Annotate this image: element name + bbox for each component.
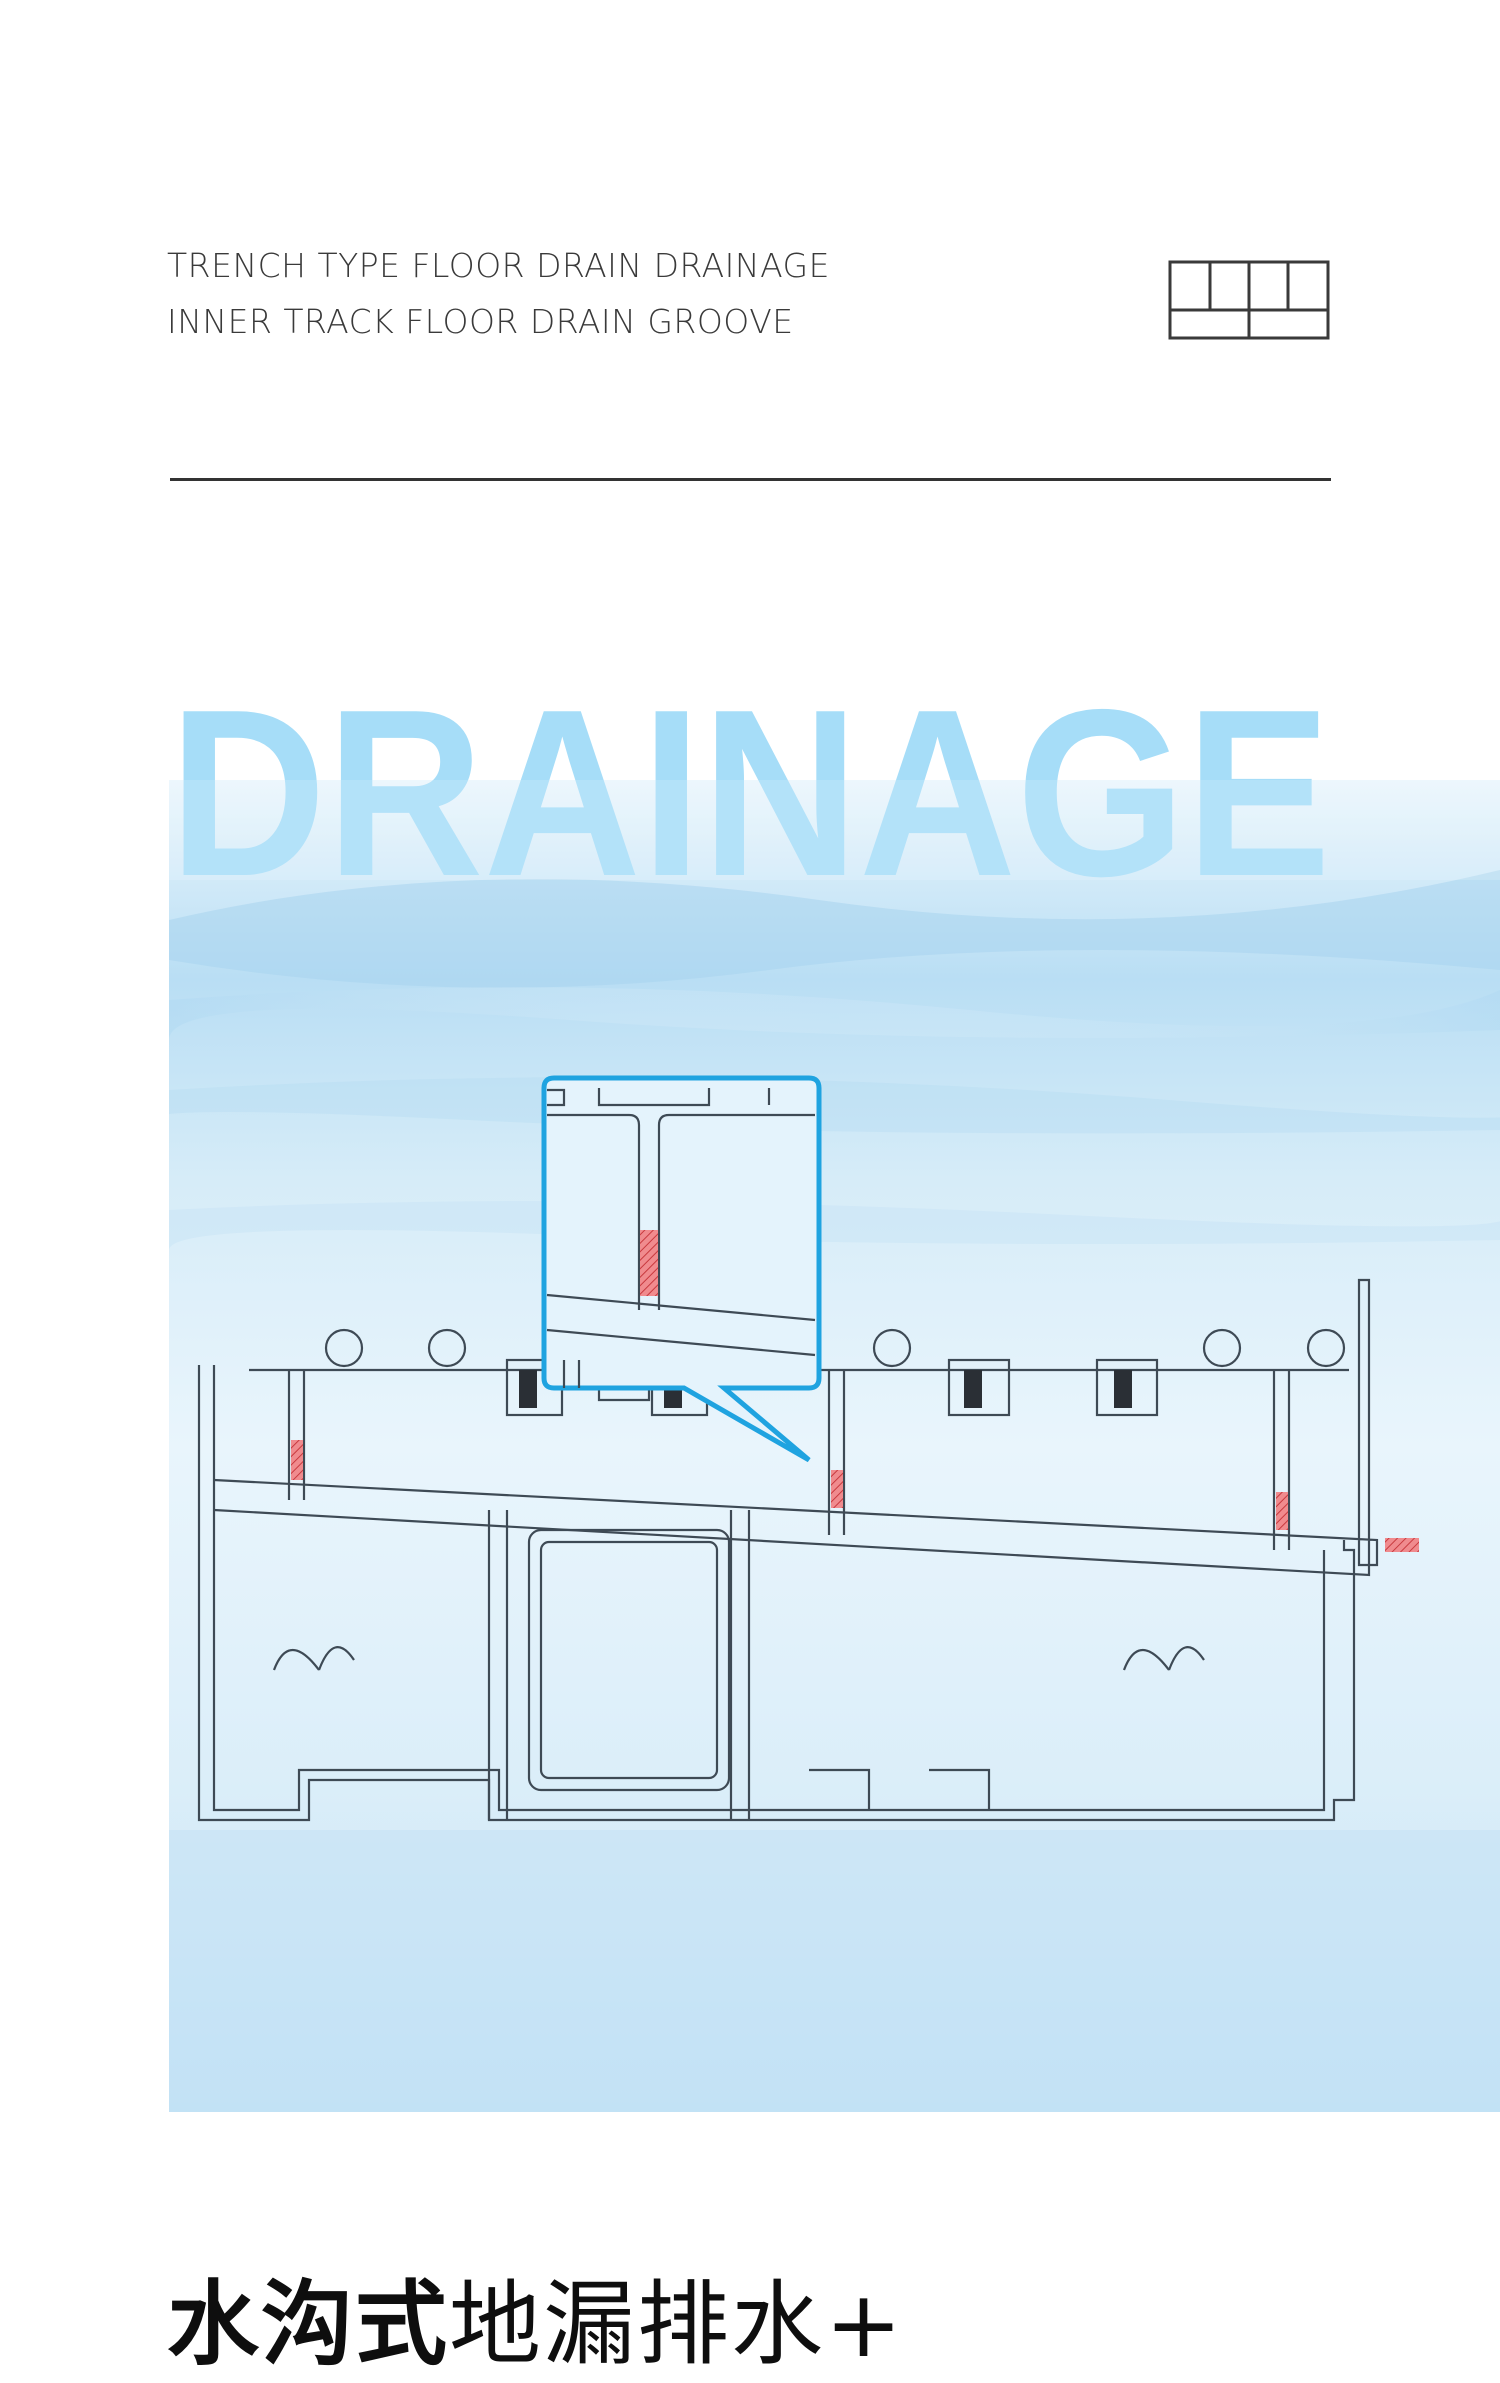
frame-profile-drawing xyxy=(197,1278,1379,1822)
subtitle-line-1: TRENCH TYPE FLOOR DRAIN DRAINAGE xyxy=(167,246,830,285)
detail-callout xyxy=(541,1075,822,1463)
headline-bold: 水沟式 xyxy=(167,2271,450,2378)
drainage-hero-image: DRAINAGE xyxy=(169,670,1500,2112)
headline-regular: 地漏排水+ xyxy=(449,2271,905,2378)
window-grid-icon xyxy=(1168,260,1330,340)
drainage-title: DRAINAGE xyxy=(169,670,1331,926)
section-headline: 水沟式地漏排水+ xyxy=(167,2250,904,2383)
section-subtitle: TRENCH TYPE FLOOR DRAIN DRAINAGE INNER T… xyxy=(167,238,830,350)
header-divider xyxy=(170,478,1331,481)
drain-slot-markers xyxy=(291,1440,1419,1552)
subtitle-line-2: INNER TRACK FLOOR DRAIN GROOVE xyxy=(167,302,794,341)
